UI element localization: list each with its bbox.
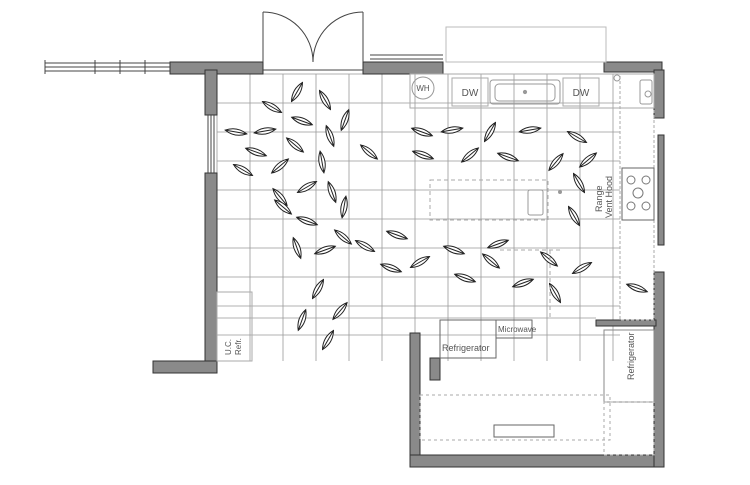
- leaf-icon: [292, 236, 302, 260]
- leaf-icon: [261, 100, 283, 114]
- walls: [152, 61, 665, 468]
- sink-icon: [489, 74, 653, 216]
- leaf-icon: [385, 230, 409, 240]
- counters: [216, 73, 655, 456]
- refrigerator-main-label: Refrigerator: [442, 343, 490, 353]
- vent-hood-label: Vent Hood: [604, 176, 614, 218]
- leaf-icon: [332, 301, 348, 321]
- leaf-icon: [270, 158, 290, 174]
- range-label: Range: [594, 185, 604, 212]
- leaf-icon: [539, 251, 559, 267]
- leaf-icon: [453, 273, 477, 283]
- wall-pantry-partition: [429, 357, 441, 381]
- leaf-icon: [571, 261, 593, 275]
- dishwasher-right-label: DW: [573, 88, 590, 99]
- leaf-icon: [548, 282, 562, 304]
- range-box: [621, 167, 655, 221]
- wall-top-middle: [362, 61, 444, 75]
- wall-left-stub-top: [204, 69, 218, 116]
- leaf-icon: [333, 229, 353, 245]
- leaf-icon: [290, 116, 314, 126]
- leaf-icon: [232, 163, 254, 177]
- leaf-icon: [625, 283, 649, 293]
- leaf-icon: [325, 124, 335, 148]
- pantry-shelf: [493, 424, 555, 438]
- wall-pantry-top-right: [595, 319, 657, 327]
- leaf-icon: [295, 216, 319, 226]
- leaf-icon: [224, 128, 248, 136]
- microwave-label: Microwave: [498, 325, 537, 334]
- wall-right-mid: [657, 134, 665, 246]
- refrigerator-main-box: [439, 319, 497, 359]
- leaf-icon: [327, 180, 337, 204]
- leaf-icon: [285, 137, 305, 153]
- leaf-icon: [318, 89, 332, 111]
- leaf-icon: [410, 127, 434, 137]
- leaf-icon: [442, 245, 466, 255]
- wall-left-lower: [204, 172, 218, 374]
- leaf-icon: [359, 144, 379, 160]
- cooktop-burner-icon: [626, 175, 651, 211]
- leaf-icon: [481, 253, 501, 269]
- leaf-icon: [496, 152, 520, 162]
- leaf-icon: [518, 126, 542, 134]
- uc-refrigerator-label-line1: U.C.: [224, 339, 233, 355]
- leaf-icon: [567, 205, 581, 227]
- leaf-icon: [486, 239, 510, 249]
- wall-bottom-left: [152, 360, 218, 374]
- leaf-icon: [311, 278, 325, 300]
- pantry-counter: [419, 394, 611, 441]
- microwave-box: [495, 319, 533, 339]
- leaf-icon: [290, 81, 304, 103]
- uc-refrigerator-label-line2: Refr.: [234, 338, 243, 355]
- floor-tile-grid: [216, 73, 620, 361]
- leaf-icon: [321, 329, 335, 351]
- pantry-refrigerator-label: Refrigerator: [626, 332, 636, 380]
- door-swing-icon: [262, 11, 364, 71]
- water-heater-label: WH: [416, 84, 430, 93]
- leaf-icon: [318, 150, 326, 174]
- leaf-icon: [313, 245, 337, 255]
- leaf-icon: [253, 127, 277, 135]
- leaf-icon: [379, 263, 403, 273]
- island: [429, 179, 549, 221]
- leaf-icon: [340, 195, 348, 219]
- leaf-icon: [244, 147, 268, 157]
- leaf-icon: [578, 152, 598, 168]
- right-counter: [619, 73, 655, 321]
- leaf-icon: [272, 187, 288, 207]
- leaf-icon: [409, 255, 431, 269]
- u-c-refrigerator-box: [216, 291, 253, 362]
- leaf-icon: [483, 121, 497, 143]
- leaf-icon: [273, 199, 293, 215]
- dishwasher-left-label: DW: [462, 88, 479, 99]
- dishwashers: [451, 77, 600, 107]
- leaf-icon: [566, 130, 588, 144]
- water-heater: [411, 76, 435, 100]
- leaf-icon: [548, 152, 564, 172]
- leaf-icon: [297, 308, 307, 332]
- leaf-icon: [511, 278, 535, 288]
- leaf-pattern: [224, 81, 649, 351]
- leaf-icon: [411, 150, 435, 160]
- wall-pantry-bottom: [409, 454, 663, 468]
- leaf-icon: [440, 126, 464, 134]
- leaf-icon: [460, 147, 480, 163]
- wall-pantry-left: [409, 332, 421, 466]
- wall-top-right: [603, 61, 663, 73]
- wall-right-lower: [653, 271, 665, 468]
- leaf-icon: [340, 108, 350, 132]
- leaf-icon: [296, 180, 318, 194]
- leaf-icon: [354, 239, 376, 253]
- windows: [44, 26, 607, 173]
- wall-right-upper: [653, 69, 665, 119]
- leaf-icon: [572, 172, 586, 194]
